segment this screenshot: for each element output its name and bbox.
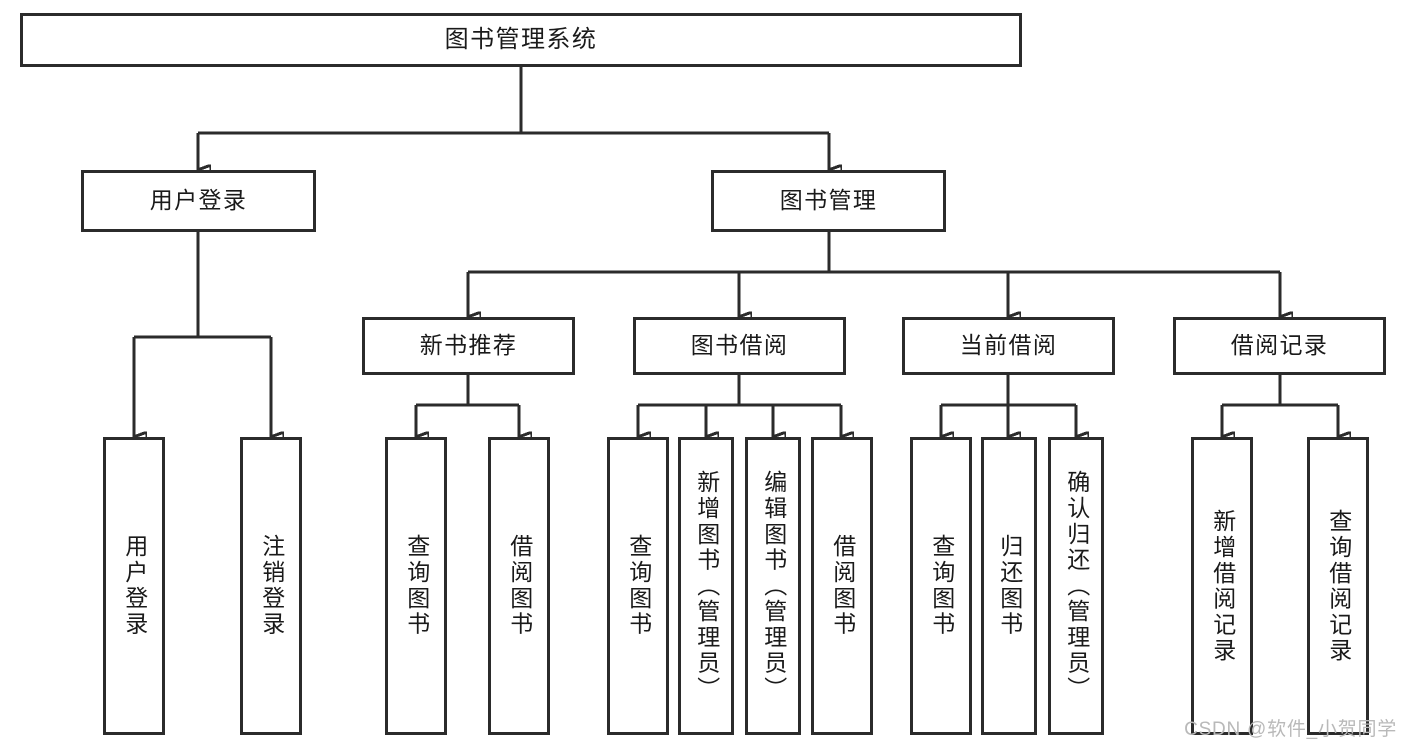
node-label: 新增图书（管理员） bbox=[693, 470, 720, 702]
node-label: 新增借阅记录 bbox=[1209, 508, 1236, 664]
node-label: 图书管理系统 bbox=[444, 25, 598, 53]
leaf-user-login[interactable]: 用户登录 bbox=[103, 437, 165, 735]
node-label: 确认归还（管理员） bbox=[1063, 470, 1090, 702]
node-label: 注销登录 bbox=[258, 534, 285, 638]
node-label: 查询借阅记录 bbox=[1325, 508, 1352, 664]
leaf-query-book-current[interactable]: 查询图书 bbox=[910, 437, 972, 735]
node-label: 查询图书 bbox=[625, 534, 652, 638]
node-user-login[interactable]: 用户登录 bbox=[81, 170, 316, 232]
node-label: 用户登录 bbox=[121, 534, 148, 638]
leaf-query-book-recommend[interactable]: 查询图书 bbox=[385, 437, 447, 735]
node-label: 查询图书 bbox=[928, 534, 955, 638]
leaf-return-book[interactable]: 归还图书 bbox=[981, 437, 1037, 735]
node-label: 归还图书 bbox=[996, 534, 1023, 638]
node-book-manage[interactable]: 图书管理 bbox=[711, 170, 946, 232]
node-label: 借阅图书 bbox=[506, 534, 533, 638]
leaf-borrow-book-recommend[interactable]: 借阅图书 bbox=[488, 437, 550, 735]
node-label: 借阅记录 bbox=[1230, 332, 1329, 359]
node-root-book-management-system[interactable]: 图书管理系统 bbox=[20, 13, 1022, 67]
csdn-watermark: CSDN @软件_小贺同学 bbox=[1184, 719, 1397, 740]
node-label: 新书推荐 bbox=[419, 332, 518, 359]
node-label: 当前借阅 bbox=[959, 332, 1058, 359]
node-label: 编辑图书（管理员） bbox=[760, 470, 787, 702]
leaf-borrow-book[interactable]: 借阅图书 bbox=[811, 437, 873, 735]
leaf-query-borrow-record[interactable]: 查询借阅记录 bbox=[1307, 437, 1369, 735]
node-book-borrow[interactable]: 图书借阅 bbox=[633, 317, 846, 375]
node-label: 图书管理 bbox=[779, 187, 878, 214]
node-label: 用户登录 bbox=[149, 187, 248, 214]
leaf-logout-login[interactable]: 注销登录 bbox=[240, 437, 302, 735]
node-current-borrow[interactable]: 当前借阅 bbox=[902, 317, 1115, 375]
node-label: 借阅图书 bbox=[829, 534, 856, 638]
leaf-query-book-borrow[interactable]: 查询图书 bbox=[607, 437, 669, 735]
node-label: 图书借阅 bbox=[690, 332, 789, 359]
leaf-add-borrow-record[interactable]: 新增借阅记录 bbox=[1191, 437, 1253, 735]
node-label: 查询图书 bbox=[403, 534, 430, 638]
node-borrow-record[interactable]: 借阅记录 bbox=[1173, 317, 1386, 375]
leaf-confirm-return[interactable]: 确认归还（管理员） bbox=[1048, 437, 1104, 735]
leaf-edit-book[interactable]: 编辑图书（管理员） bbox=[745, 437, 801, 735]
leaf-add-book[interactable]: 新增图书（管理员） bbox=[678, 437, 734, 735]
node-new-book-recommend[interactable]: 新书推荐 bbox=[362, 317, 575, 375]
